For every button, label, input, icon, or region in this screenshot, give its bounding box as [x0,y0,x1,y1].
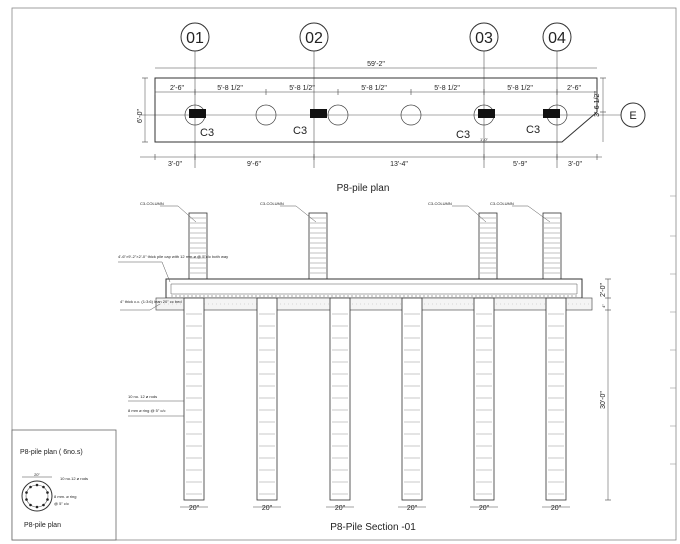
plan-pile [327,104,349,126]
detail-diameter: 20" [34,472,40,477]
bottom-dim-ticks [154,154,598,160]
column-c3-2 [310,109,327,118]
section-dim-pile: 30'-0" [600,391,607,409]
column-c3-4 [543,109,560,118]
lean-concrete-bed [155,297,593,311]
column-tag-leaders [160,205,551,223]
grid-bubbles: 01 02 03 04 E [180,22,646,128]
overall-dim: 59'-2" [367,61,385,68]
detail-ring-note-2: @ 5" c/c [54,501,69,506]
plan-columns [189,109,560,118]
plan-pile [400,104,422,126]
grid-label-e: E [629,110,636,122]
note-pile-cap: 4'-6"×9'-2"×2'-0" thick pile cap with 12… [118,254,228,259]
small-dim: 1'-0" [480,137,489,142]
top-dim-7: 2'-6" [567,85,581,92]
bottom-dim-5: 3'-0" [568,161,582,168]
top-dim-3: 5'-8 1/2" [289,85,315,92]
column-label-4: C3 [526,124,540,136]
detail-heading: P8-pile plan ( 6no.s) [20,449,83,456]
pile-width-2: 20" [262,505,273,512]
detail-pile-circle [21,480,53,512]
bottom-dim-4: 5'-9" [513,161,527,168]
detail-box [11,429,117,541]
grid-label-04: 04 [548,30,566,47]
top-dim-1: 2'-6" [170,85,184,92]
note-pile-ring: 8 mm ø ring @ 5" c/c [128,408,166,413]
top-dim-6: 5'-8 1/2" [507,85,533,92]
bottom-dim-2: 9'-6" [247,161,261,168]
top-dim-ticks [154,89,598,95]
section-title: P8-Pile Section -01 [330,522,416,533]
column-tag-1: C3-COLUMN [140,201,164,206]
pile-width-1: 20" [189,505,200,512]
section-pile-cap [165,278,583,299]
column-tag-4: C3-COLUMN [490,201,514,206]
top-dim-4: 5'-8 1/2" [361,85,387,92]
section-dim-lean: 4" [601,304,606,308]
detail-caption: P8-pile plan [24,522,61,529]
bottom-dim-1: 3'-0" [168,161,182,168]
column-ties [190,217,560,274]
pile-width-5: 20" [479,505,490,512]
grid-label-01: 01 [186,30,204,47]
section-pile [329,297,351,501]
right-dim: 3'-6 1/2" [594,91,601,117]
detail-rods-note: 10 no.12 ø rods [60,476,88,481]
section-dim-cap: 2'-0" [600,283,607,297]
pile-width-3: 20" [335,505,346,512]
pile-rings [186,313,564,495]
top-dim-5: 5'-8 1/2" [434,85,460,92]
grid-label-02: 02 [305,30,323,47]
pile-plan: 59'-2" 2'-6" 5'-8 1/2" 5'-8 1/2" 5'-8 1/… [137,51,621,194]
note-pile-rods: 10 no. 12 ø rods [128,394,157,399]
detail-rods [25,483,49,509]
section-piles [183,297,567,501]
column-c3-3 [478,109,495,118]
sheet-edge-ticks [670,195,676,465]
column-c3-1 [189,109,206,118]
column-tag-3: C3-COLUMN [428,201,452,206]
plan-title: P8-pile plan [337,183,390,194]
plan-pile [255,104,277,126]
column-label-2: C3 [293,125,307,137]
pile-detail: P8-pile plan ( 6no.s) 20" 10 no.12 ø rod… [11,429,117,541]
section-pile [545,297,567,501]
detail-ring-note-1: 8 mm. ø ring [54,494,76,499]
pile-width-4: 20" [407,505,418,512]
cap-reinforcement [170,283,578,295]
left-dim: 6'-0" [137,109,144,123]
grid-label-03: 03 [475,30,493,47]
section-columns [188,212,562,280]
section-pile [401,297,423,501]
section-pile [473,297,495,501]
section-pile [183,297,205,501]
column-tag-2: C3-COLUMN [260,201,284,206]
column-label-3: C3 [456,129,470,141]
bottom-dim-3: 13'-4" [390,161,408,168]
top-dim-2: 5'-8 1/2" [217,85,243,92]
section-pile [256,297,278,501]
column-label-1: C3 [200,127,214,139]
pile-cap-outline [154,77,598,143]
note-lean-bed: 4" thick c.c. (1:3:6) lean 20" cc bed [120,299,182,304]
pile-width-6: 20" [551,505,562,512]
pile-section: C3-COLUMN C3-COLUMN C3-COLUMN C3-COLUMN [118,201,611,533]
